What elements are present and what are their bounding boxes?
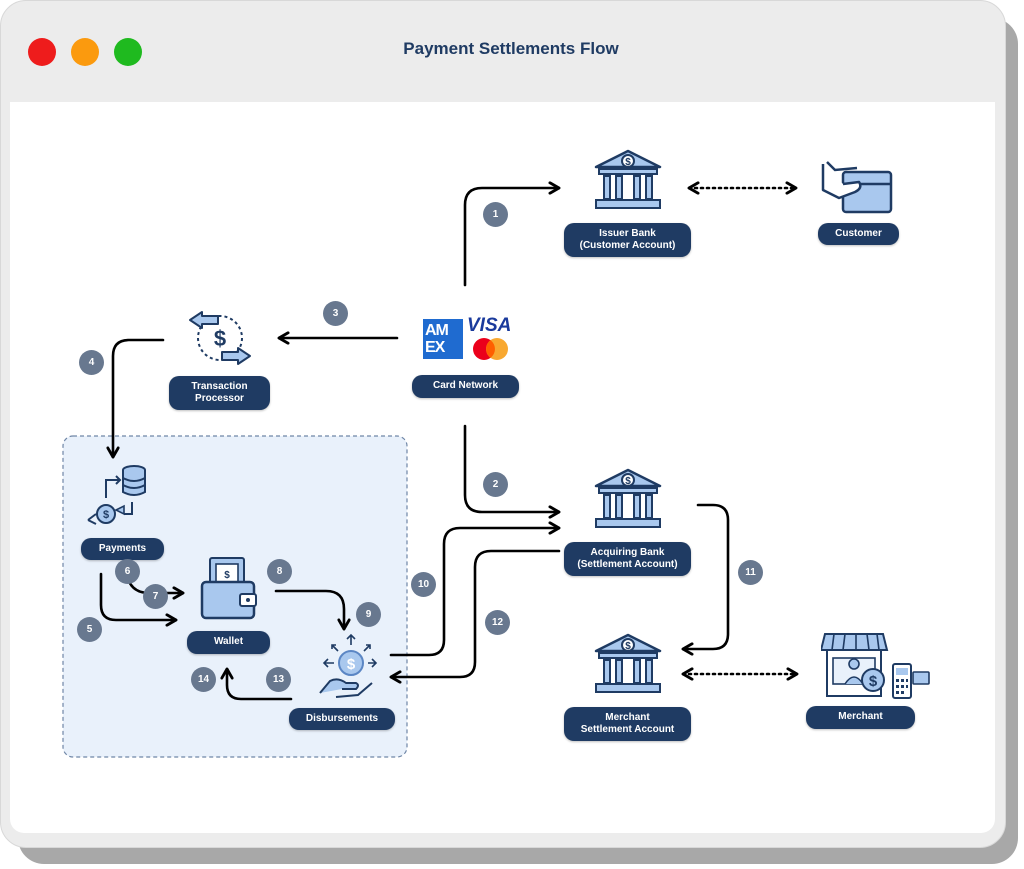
step-badge-6: 6	[115, 559, 140, 584]
step-badge-7: 7	[143, 584, 168, 609]
transaction-processor-label[interactable]: Transaction Processor	[169, 376, 270, 410]
edge-8	[274, 589, 344, 629]
svg-text:$: $	[869, 673, 878, 690]
svg-text:$: $	[625, 641, 631, 652]
title-bar: Payment Settlements Flow	[1, 1, 1007, 101]
amex-top-text: AM	[425, 322, 449, 339]
customer-label[interactable]: Customer	[818, 223, 899, 245]
visa-logo-icon: VISA	[467, 315, 512, 336]
merchant-settlement-bank-icon: $	[594, 633, 662, 693]
storefront-icon: $	[821, 633, 930, 699]
merchant-settlement-account-label[interactable]: Merchant Settlement Account	[564, 707, 691, 741]
acquiring-bank-label[interactable]: Acquiring Bank (Settlement Account)	[564, 542, 691, 576]
merchant-label[interactable]: Merchant	[806, 706, 915, 729]
acquiring-bank-icon: $	[594, 468, 662, 528]
step-badge-1: 1	[483, 202, 508, 227]
step-badge-5: 5	[77, 617, 102, 642]
step-badge-2: 2	[483, 472, 508, 497]
edge-12	[391, 549, 561, 677]
minimize-button[interactable]	[71, 38, 99, 66]
step-badge-8: 8	[267, 559, 292, 584]
edge-1	[463, 188, 559, 287]
svg-text:$: $	[625, 157, 631, 168]
issuer-bank-icon: $	[594, 149, 662, 209]
payments-label[interactable]: Payments	[81, 538, 164, 560]
card-network-label[interactable]: Card Network	[412, 375, 519, 398]
step-badge-13: 13	[266, 667, 291, 692]
card-in-hand-icon	[821, 161, 893, 214]
diagram-canvas: $ $ AM EX VISA	[10, 102, 995, 833]
step-badge-4: 4	[79, 350, 104, 375]
wallet-icon: $	[200, 557, 257, 620]
svg-text:$: $	[625, 476, 631, 487]
edge-10	[389, 528, 559, 657]
svg-text:$: $	[347, 656, 356, 673]
amex-bottom-text: EX	[425, 339, 445, 356]
mastercard-logo-icon	[473, 338, 508, 360]
svg-text:$: $	[103, 509, 109, 521]
amex-logo-icon: AM EX	[423, 319, 463, 359]
hand-coin-icon: $	[319, 633, 378, 698]
edge-4	[113, 338, 165, 457]
edge-2	[463, 424, 559, 512]
dollar-exchange-icon: $	[189, 311, 251, 365]
database-exchange-icon: $	[87, 465, 146, 525]
step-badge-12: 12	[485, 610, 510, 635]
maximize-button[interactable]	[114, 38, 142, 66]
step-badge-10: 10	[411, 572, 436, 597]
close-button[interactable]	[28, 38, 56, 66]
issuer-bank-label[interactable]: Issuer Bank (Customer Account)	[564, 223, 691, 257]
edge-5	[99, 572, 176, 620]
wallet-label[interactable]: Wallet	[187, 631, 270, 654]
app-window: Payment Settlements Flow	[0, 0, 1006, 848]
window-title: Payment Settlements Flow	[403, 39, 619, 58]
svg-text:$: $	[214, 326, 226, 351]
step-badge-11: 11	[738, 560, 763, 585]
step-badge-3: 3	[323, 301, 348, 326]
edge-11	[683, 503, 730, 649]
disbursements-label[interactable]: Disbursements	[289, 708, 395, 730]
step-badge-14: 14	[191, 667, 216, 692]
edge-13	[227, 669, 293, 701]
step-badge-9: 9	[356, 602, 381, 627]
svg-text:$: $	[224, 570, 230, 581]
